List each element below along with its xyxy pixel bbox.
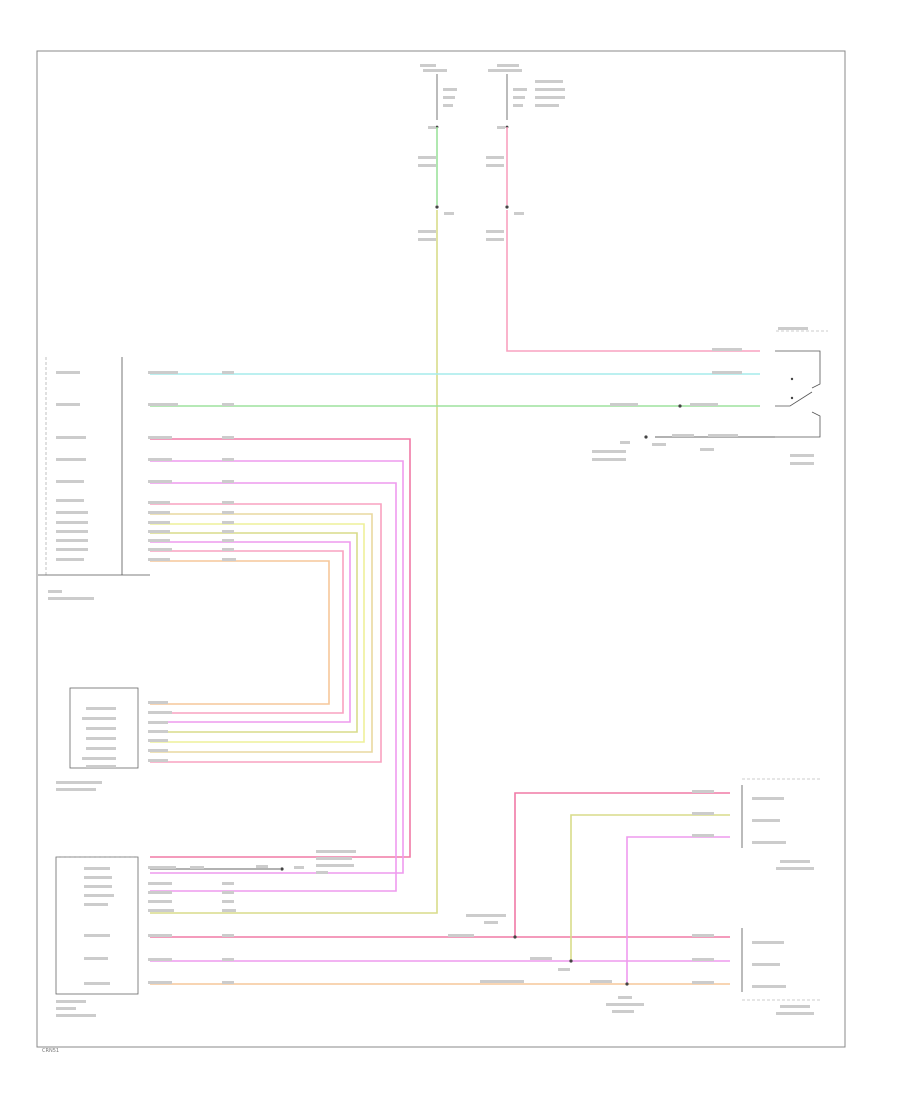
lamp-switch [775,330,828,438]
wire-pink-switch [506,210,760,352]
wire-olive-loop [150,532,358,733]
wire-yellow-loop [150,523,365,743]
wire-olive-right [570,814,730,961]
wire-pink-right [514,792,730,937]
wire-magenta-2 [150,482,397,892]
wire-olive-main [150,210,438,914]
diagram-frame [36,50,846,1048]
wire-magenta-1 [150,460,404,874]
wire-magenta-loop [150,541,351,723]
wire-group [150,127,775,985]
bottom-module [55,856,139,995]
wire-pink-1 [150,438,411,858]
diagram-code: CRN51 [42,1048,59,1054]
wire-pink-loop [150,503,382,763]
wire-tan-loop [150,513,373,753]
wire-magenta-right [626,836,730,984]
wire-pink-loop-2 [150,550,344,714]
label-marks [48,64,814,1017]
splice-dots [280,205,682,986]
right-modules [741,778,820,1001]
control-module [38,357,150,576]
fuse-area [435,74,509,129]
wire-orange-loop [150,560,330,705]
